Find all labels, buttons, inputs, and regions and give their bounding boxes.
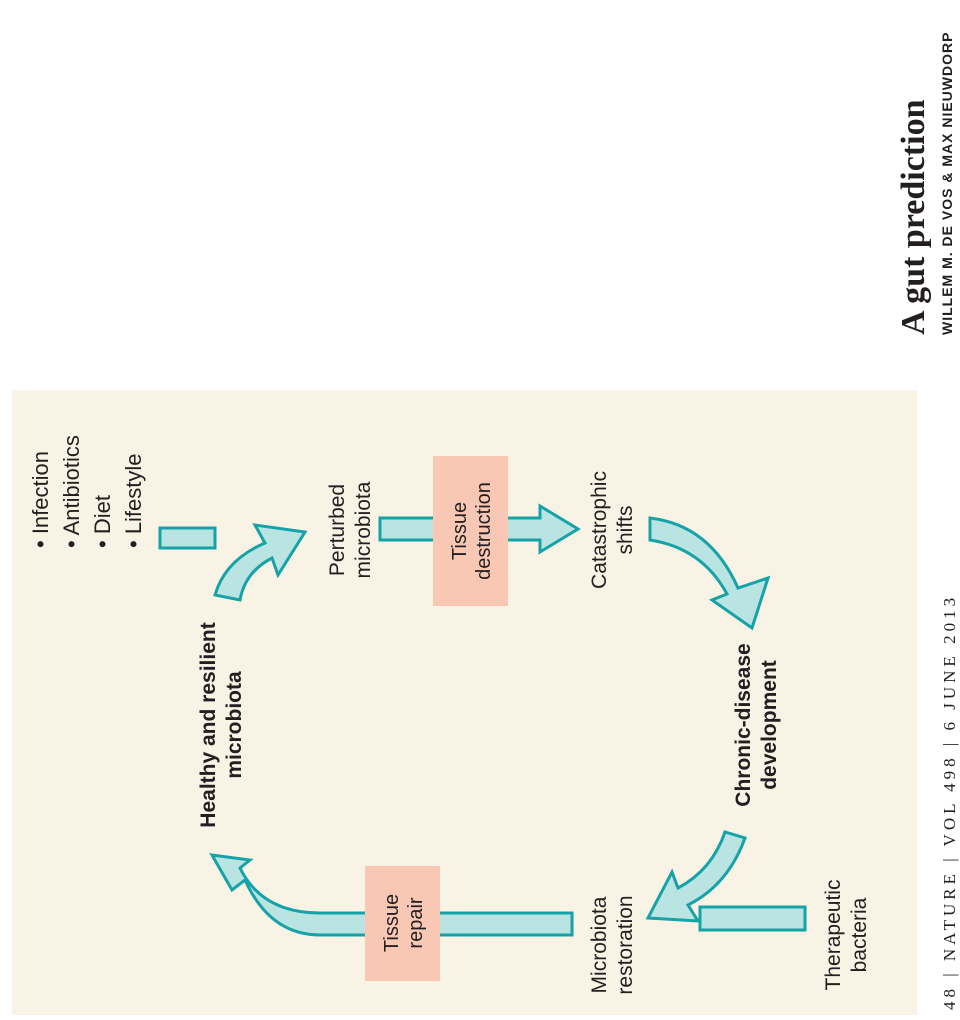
article-title: A gut prediction [895, 99, 932, 335]
therapeutic-line2: bacteria [848, 897, 871, 972]
chronic-line2: development [758, 660, 781, 790]
tissue-destruction-line1: Tissue [449, 502, 471, 560]
catastrophic-line1: Catastrophic [588, 471, 611, 589]
perturbed-line1: Perturbed [326, 484, 349, 576]
restoration-line2: restoration [614, 895, 637, 994]
therapeutic-line1: Therapeutic [822, 880, 845, 991]
risk-factors-list: • Infection • Antibiotics • Diet • Lifes… [28, 435, 146, 548]
factor-infection: • Infection [28, 451, 53, 548]
chronic-line1: Chronic-disease [732, 643, 755, 806]
catastrophic-line2: shifts [614, 505, 637, 554]
factor-lifestyle: • Lifestyle [121, 453, 146, 548]
factor-antibiotics: • Antibiotics [59, 435, 84, 548]
healthy-line1: Healthy and resilient [197, 622, 220, 827]
article-authors: WILLEM M. DE VOS & MAX NIEUWDORP [939, 32, 955, 335]
tissue-destruction-box: Tissue destruction [433, 456, 508, 606]
state-chronic: Chronic-disease development [732, 643, 781, 806]
tissue-repair-line1: Tissue [381, 894, 403, 952]
tissue-repair-box: Tissue repair [365, 866, 440, 981]
state-healthy: Healthy and resilient microbiota [197, 622, 246, 827]
healthy-line2: microbiota [223, 671, 246, 779]
perturbed-line2: microbiota [352, 481, 375, 578]
arrow-therapeutic-to-restoration [698, 905, 807, 932]
state-therapeutic: Therapeutic bacteria [822, 880, 871, 991]
factor-diet: • Diet [90, 495, 115, 548]
state-catastrophic: Catastrophic shifts [588, 471, 637, 589]
state-restoration: Microbiota restoration [588, 895, 637, 994]
state-perturbed: Perturbed microbiota [326, 481, 375, 578]
tissue-repair-line2: repair [405, 897, 427, 948]
article-header: A gut prediction WILLEM M. DE VOS & MAX … [895, 32, 955, 335]
arrow-chronic-to-restoration [645, 830, 747, 923]
arrow-catastrophic-to-chronic [648, 516, 771, 631]
arrow-healthy-to-perturbed [213, 523, 308, 602]
page-footer: 48 | NATURE | VOL 498 | 6 JUNE 2013 [940, 594, 959, 1010]
tissue-destruction-line2: destruction [473, 482, 495, 580]
factors-arrow [158, 526, 217, 550]
arrow-restoration-to-healthy [209, 853, 574, 937]
restoration-line1: Microbiota [588, 896, 611, 993]
